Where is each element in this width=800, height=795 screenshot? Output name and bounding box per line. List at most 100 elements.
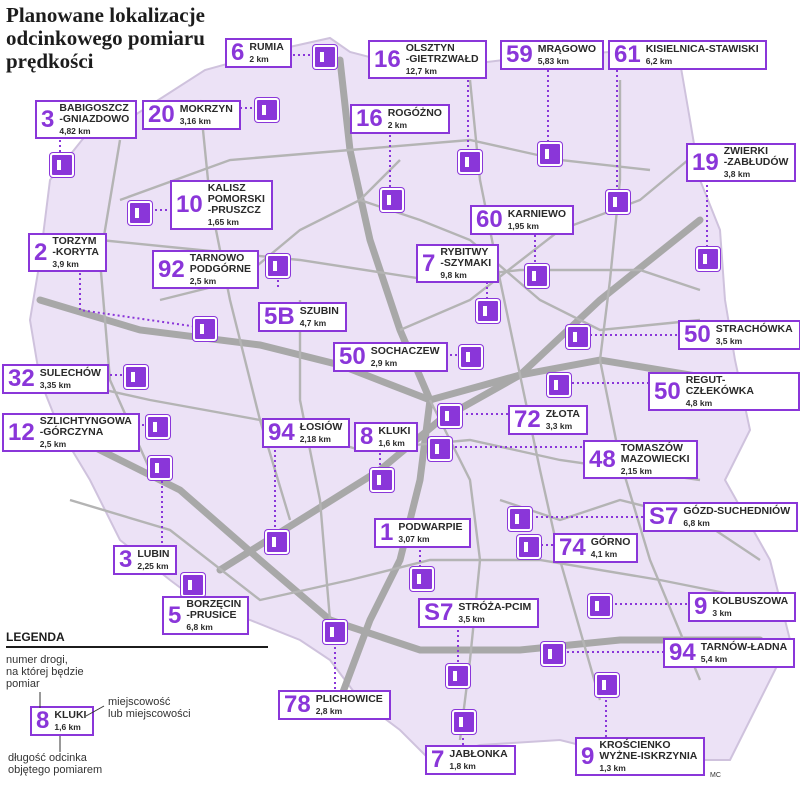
road-number: 50 — [339, 343, 366, 370]
section-length: 4,82 km — [59, 126, 91, 136]
motorway-a4 — [76, 436, 764, 654]
road-line — [69, 498, 761, 602]
map-title: Planowane lokalizacje odcinkowego pomiar… — [6, 3, 205, 73]
speed-camera-icon — [266, 254, 290, 278]
section-place: KLUKI — [54, 709, 87, 721]
road-number: 59 — [506, 41, 533, 68]
section-length: 2,18 km — [299, 434, 331, 444]
section-place: STRÓŻA-PCIM — [458, 601, 532, 613]
section-length: 2,25 km — [137, 561, 169, 571]
road-number: 5B — [264, 303, 295, 330]
speed-camera-icon — [323, 620, 347, 644]
speed-camera-icon — [193, 317, 217, 341]
road-number: 9 — [694, 593, 708, 620]
road-number: 3 — [119, 546, 133, 573]
speed-camera-icon — [148, 456, 172, 480]
speed-camera-icon — [370, 468, 394, 492]
section-length: 3,8 km — [723, 169, 751, 179]
section-length: 4,1 km — [590, 549, 618, 559]
section-place: MRĄGOWO — [537, 43, 597, 55]
road-line — [598, 80, 702, 681]
section-length: 2,9 km — [370, 358, 398, 368]
section-length: 2 km — [387, 120, 408, 130]
section-place: RUMIA — [249, 41, 284, 53]
speed-camera-icon — [255, 98, 279, 122]
road-number: 7 — [422, 249, 436, 277]
section-place: ŁOSIÓW — [299, 421, 343, 433]
speed-camera-icon — [428, 437, 452, 461]
road-number: 74 — [559, 534, 586, 561]
speed-camera-icon — [476, 299, 500, 323]
section-length: 1,3 km — [599, 763, 626, 773]
section-place: KISIELNICA-STAWISKI — [645, 43, 759, 55]
section-place: JABŁONKA — [449, 748, 508, 760]
road-number: 1 — [380, 519, 394, 546]
leader-lines — [59, 54, 708, 745]
road-number: 6 — [231, 39, 245, 66]
credit: MC — [710, 772, 721, 779]
legend-place-note: miejscowość lub miejscowości — [108, 696, 191, 720]
speed-camera-icon — [458, 150, 482, 174]
section-place: GÓRNO — [590, 536, 631, 548]
road-number: 19 — [692, 148, 719, 176]
section-length: 1,95 km — [507, 221, 539, 231]
road-number: 61 — [614, 41, 641, 68]
road-number: 94 — [669, 639, 696, 666]
section-length: 5,4 km — [700, 654, 728, 664]
section-length: 1,6 km — [54, 722, 81, 732]
section-place: PLICHOWICE — [315, 693, 383, 705]
road-number: 10 — [176, 191, 203, 218]
section-place: RYBITWY -SZYMAKI — [440, 246, 492, 269]
road-number: 16 — [374, 45, 401, 73]
section-length: 2,15 km — [620, 466, 652, 476]
road-number: 60 — [476, 206, 503, 233]
road-number: 20 — [148, 101, 175, 128]
section-length: 6,8 km — [683, 518, 710, 528]
section-place: BORZĘCIN -PRUSICE — [186, 598, 242, 621]
road-line — [119, 138, 651, 202]
section-place: PODWARPIE — [398, 521, 463, 533]
speed-camera-icon — [538, 142, 562, 166]
section-length: 3,5 km — [458, 614, 485, 624]
speed-camera-icon — [588, 594, 612, 618]
section-length: 5,83 km — [537, 56, 569, 66]
road-line — [359, 198, 701, 332]
motorway-a2 — [36, 296, 724, 404]
section-place: SZUBIN — [299, 305, 339, 317]
section-place: LUBIN — [137, 548, 170, 560]
speed-camera-icon — [595, 673, 619, 697]
legend: LEGENDA numer drogi, na której będzie po… — [0, 628, 270, 795]
section-place: TOMASZÓW MAZOWIECKI — [620, 442, 690, 465]
section-place: TARNOWO PODGÓRNE — [189, 252, 251, 275]
section-length: 3,5 km — [715, 336, 743, 346]
section-place: KLUKI — [378, 425, 411, 437]
legend-pointer — [85, 705, 105, 717]
section-length: 2,5 km — [189, 276, 217, 286]
section-place: STRACHÓWKA — [715, 323, 793, 335]
road-number: 2 — [34, 238, 48, 266]
section-length: 3,07 km — [398, 534, 430, 544]
section-place: SZLICHTYNGOWA -GÓRCZYNA — [39, 415, 132, 438]
section-length: 3,16 km — [179, 116, 211, 126]
section-place: ZWIERKI -ZABŁUDÓW — [723, 145, 789, 168]
speed-camera-icon — [181, 573, 205, 597]
